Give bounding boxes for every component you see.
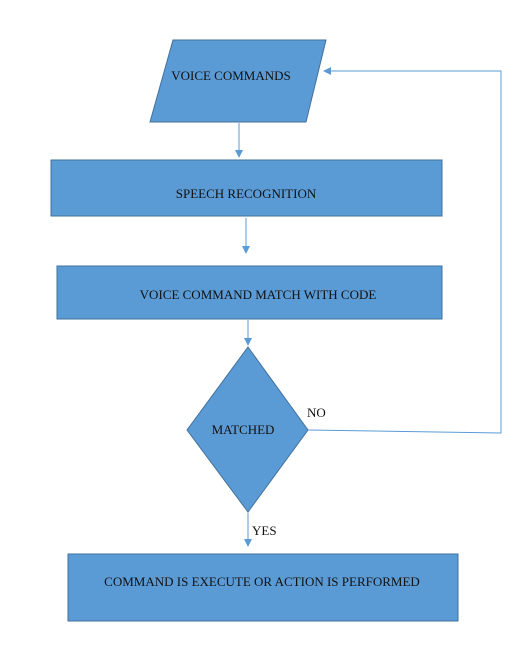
command-match-label: VOICE COMMAND MATCH WITH CODE: [140, 287, 377, 302]
command-executed-node: [67, 553, 459, 622]
command-match-node: [56, 265, 443, 320]
no-loop-connector: [307, 67, 502, 434]
command-executed-label: COMMAND IS EXECUTE OR ACTION IS PERFORME…: [104, 574, 420, 589]
voice-commands-node: [149, 39, 327, 123]
no-edge-label: NO: [307, 405, 326, 420]
speech-recognition-label: SPEECH RECOGNITION: [176, 186, 317, 201]
yes-edge-label: YES: [252, 523, 277, 538]
speech-recognition-node: [50, 159, 443, 217]
voice-commands-label: VOICE COMMANDS: [171, 68, 291, 83]
matched-decision-node: [186, 346, 309, 513]
matched-label: MATCHED: [212, 422, 275, 437]
